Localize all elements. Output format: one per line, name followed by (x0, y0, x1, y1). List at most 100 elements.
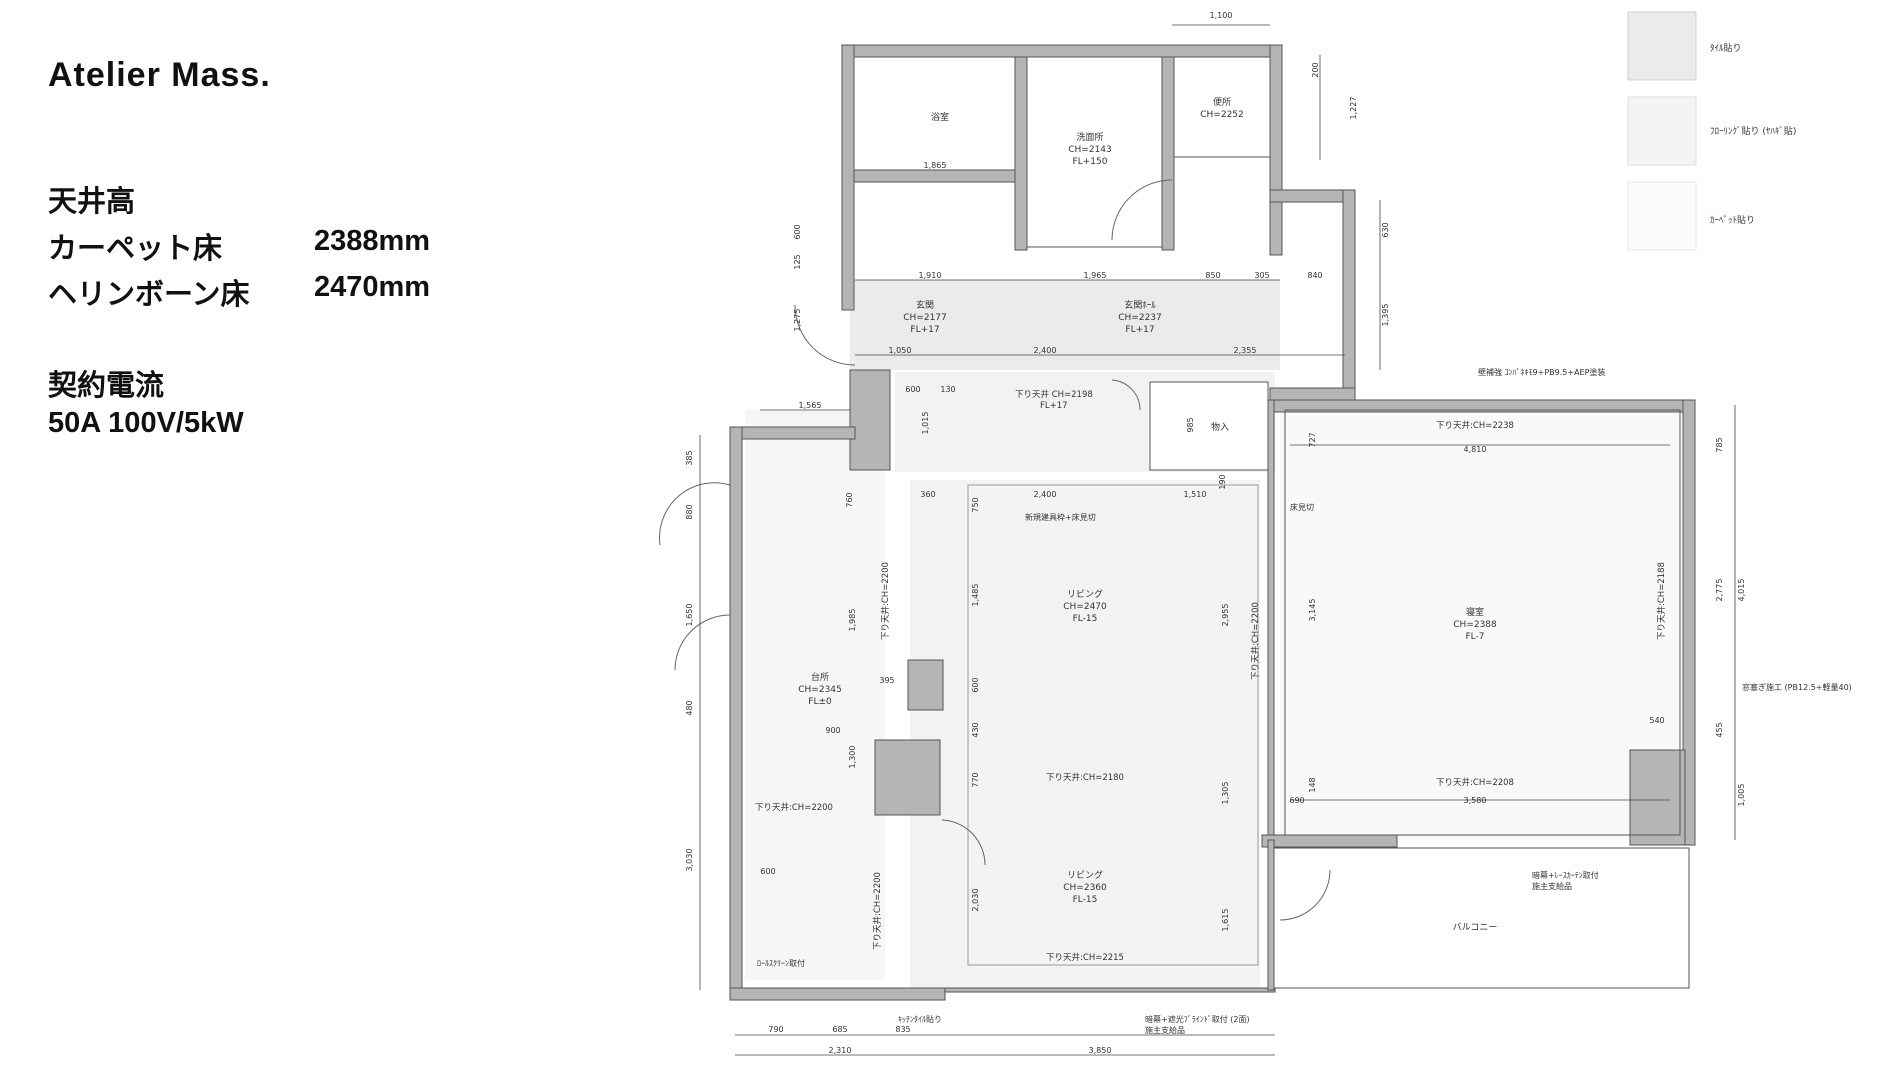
dim-3145: 3,145 (1308, 599, 1317, 622)
room-balcony: バルコニー (1453, 922, 1498, 933)
wall-kitchen-bottom (729, 987, 946, 1001)
wall-living-bedroom (1267, 399, 1275, 841)
note-wall-finish: 壁補強 ｺﾝﾊﾟﾈｷﾓ9+PB9.5+AEP塗装 (1478, 367, 1605, 377)
dim-750: 750 (971, 497, 980, 512)
ceiling-living-vert: 下り天井:CH=2200 (1250, 602, 1261, 680)
room-entrance-hall-fl: FL+17 (1125, 325, 1154, 335)
ceiling-height-title: 天井高 (48, 184, 136, 218)
brand-logo-text: Atelier Mass. (48, 56, 271, 94)
dim-785: 785 (1715, 437, 1724, 452)
dim-2310: 2,310 (829, 1046, 852, 1055)
doors (659, 179, 1331, 921)
room-washroom-fl: FL+150 (1073, 157, 1108, 167)
wall-bath-right (1014, 56, 1028, 251)
dim-2030: 2,030 (971, 889, 980, 912)
dim-1005: 1,005 (1737, 784, 1746, 807)
dim-1650: 1,650 (685, 604, 694, 627)
dim-1910: 1,910 (919, 271, 942, 280)
room-kitchen-ch: CH=2345 (798, 685, 842, 695)
dim-2400b: 2,400 (1034, 490, 1057, 499)
dim-1305: 1,305 (1221, 782, 1230, 805)
note-roll-screen: ﾛｰﾙｽｸﾘｰﾝ取付 (757, 958, 805, 968)
room-entrance-ch: CH=2177 (903, 313, 947, 323)
dim-685: 685 (832, 1025, 847, 1034)
bedroom-floor (1280, 410, 1680, 840)
storage-closet (1149, 381, 1269, 471)
dim-840: 840 (1307, 271, 1322, 280)
bedroom-column (1629, 749, 1686, 846)
dim-835: 835 (895, 1025, 910, 1034)
note-curtain-2b: 施主支給品 (1145, 1025, 1185, 1035)
carpet-floor-value: 2388mm (314, 225, 431, 257)
bath-room (853, 56, 1016, 171)
dim-385: 385 (685, 450, 694, 465)
dim-200: 200 (1311, 62, 1320, 77)
balcony-door (1279, 869, 1331, 921)
entry-door-swing (794, 304, 856, 366)
room-bedroom-name: 寝室 (1466, 606, 1484, 618)
legend-swatch-carpet (1627, 181, 1697, 251)
living-floor (910, 480, 1260, 990)
room-labels: 浴室 洗面所 CH=2143 FL+150 便所 CH=2252 玄関 CH=2… (798, 96, 1497, 933)
note-new-fitting: 新規建具枠+床見切 (1025, 512, 1096, 522)
dim-190: 190 (1218, 474, 1227, 489)
dim-3850: 3,850 (1089, 1046, 1112, 1055)
room-living-1-ch: CH=2470 (1063, 602, 1107, 612)
dim-1965: 1,965 (1084, 271, 1107, 280)
room-living-1-fl: FL-15 (1073, 614, 1098, 624)
room-bedroom-fl: FL-7 (1465, 632, 1484, 642)
legend-swatch-tile (1627, 11, 1697, 81)
wash-door-swing (1111, 179, 1173, 241)
room-washroom-ch: CH=2143 (1068, 145, 1112, 155)
dim-1050: 1,050 (889, 346, 912, 355)
dim-480: 480 (685, 700, 694, 715)
room-toilet-name: 便所 (1213, 96, 1231, 108)
notes: 壁補強 ｺﾝﾊﾟﾈｷﾓ9+PB9.5+AEP塗装 新規建具枠+床見切 床見切 窓… (757, 367, 1852, 1035)
dim-2775: 2,775 (1715, 579, 1724, 602)
herringbone-floor-label: ヘリンボーン床 (48, 277, 250, 311)
ceiling-kitchen-left: 下り天井:CH=2200 (755, 802, 833, 813)
wall-toilet-right (1269, 44, 1283, 256)
note-curtain-2: 暗幕+遮光ﾌﾞﾗｲﾝﾄﾞ取付 (2面) (1145, 1014, 1250, 1024)
dim-600a: 600 (793, 224, 802, 239)
wall-kitchen-top (729, 426, 856, 440)
ceiling-living-bottom: 下り天井:CH=2215 (1046, 952, 1124, 963)
room-living-2-fl: FL-15 (1073, 895, 1098, 905)
room-kitchen-name: 台所 (811, 671, 829, 683)
room-bath: 浴室 (931, 111, 949, 123)
note-kitchen-tile: ｷｯﾁﾝﾀｲﾙ貼り (898, 1014, 942, 1024)
note-floor-edge: 床見切 (1290, 502, 1314, 512)
ceiling-hall: 下り天井 CH=2198 (1015, 389, 1093, 400)
dim-130: 130 (940, 385, 955, 394)
dim-540: 540 (1649, 716, 1664, 725)
dim-985: 985 (1186, 417, 1195, 432)
note-window-sash: 窓塞ぎ施工 (PB12.5+軽量40) (1742, 682, 1852, 692)
dim-1615: 1,615 (1221, 909, 1230, 932)
kitchen-door-mid (674, 614, 731, 671)
walls (729, 44, 1696, 1001)
wall-top (841, 44, 1283, 58)
legend-label-carpet: ｶｰﾍﾟｯﾄ貼り (1710, 214, 1755, 226)
wall-balcony-left (1267, 839, 1275, 991)
dim-4810: 4,810 (1464, 445, 1487, 454)
dim-600c: 600 (971, 677, 980, 692)
dim-790: 790 (768, 1025, 783, 1034)
kitchen-floor (745, 410, 885, 980)
dim-760: 760 (845, 492, 854, 507)
living-door (941, 819, 986, 866)
dim-1510: 1,510 (1184, 490, 1207, 499)
dim-2355: 2,355 (1234, 346, 1257, 355)
dim-600d: 600 (760, 867, 775, 876)
dim-1985: 1,985 (848, 609, 857, 632)
dim-395: 395 (879, 676, 894, 685)
wall-entry-bottom-right (1269, 387, 1356, 401)
dim-727: 727 (1308, 432, 1317, 447)
ceiling-bed-top: 下り天井:CH=2238 (1436, 420, 1514, 431)
ceiling-living-mid: 下り天井:CH=2180 (1046, 772, 1124, 783)
wall-bedroom-right (1682, 399, 1696, 846)
dim-880: 880 (685, 504, 694, 519)
wall-bedroom-bottom (1261, 834, 1398, 848)
room-entrance-fl: FL+17 (910, 325, 939, 335)
room-living-2-name: リビング (1067, 869, 1103, 881)
